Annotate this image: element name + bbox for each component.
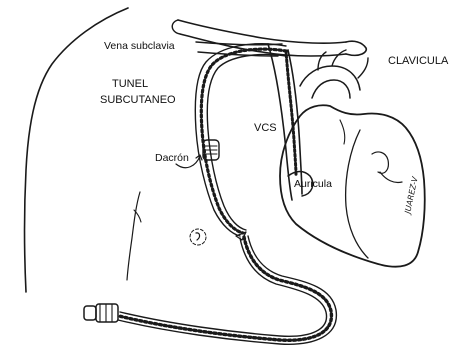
label-dacron: Dacrón bbox=[155, 152, 189, 164]
label-vcs: VCS bbox=[254, 122, 277, 134]
catheter-intravascular-segment bbox=[286, 51, 296, 176]
catheter-external-segment bbox=[118, 236, 336, 344]
label-tunel: TUNEL bbox=[112, 78, 148, 90]
catheter-connector bbox=[84, 304, 118, 322]
chest-line bbox=[127, 192, 140, 280]
nipple-mark bbox=[190, 229, 206, 245]
great-vessels bbox=[300, 50, 368, 98]
artist-signature: JUAREZ-V bbox=[403, 175, 420, 216]
label-clavicula: CLAVICULA bbox=[388, 55, 449, 67]
label-vena-subclavia: Vena subclavia bbox=[104, 40, 175, 52]
label-subcutaneo: SUBCUTANEO bbox=[100, 94, 176, 106]
label-auricula: Auricula bbox=[294, 178, 332, 190]
